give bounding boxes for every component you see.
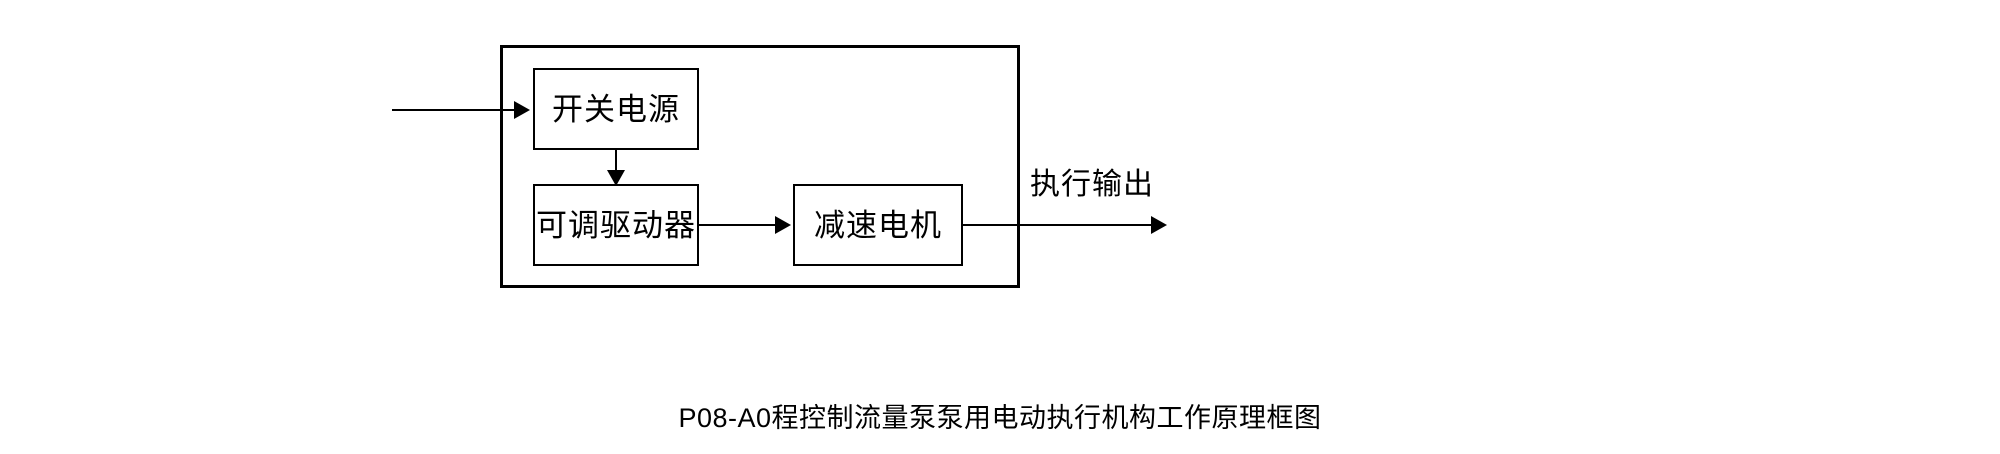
output-arrowhead-icon	[1151, 216, 1167, 234]
input-connector-line	[392, 109, 516, 111]
block-geared-motor: 减速电机	[793, 184, 963, 266]
block-switching-power-supply: 开关电源	[533, 68, 699, 150]
driver-to-motor-connector-line	[699, 224, 777, 226]
block-switching-power-supply-label: 开关电源	[552, 91, 680, 127]
motor-to-output-connector-line	[963, 224, 1153, 226]
block-geared-motor-label: 减速电机	[814, 207, 942, 243]
figure-caption: P08-A0程控制流量泵泵用电动执行机构工作原理框图	[678, 403, 1322, 433]
block-adjustable-driver-label: 可调驱动器	[536, 207, 696, 243]
driver-to-motor-arrowhead-icon	[775, 216, 791, 234]
output-label: 执行输出	[1030, 168, 1154, 201]
block-adjustable-driver: 可调驱动器	[533, 184, 699, 266]
enclosure-box	[500, 45, 1020, 288]
power-to-driver-arrowhead-icon	[607, 170, 625, 186]
power-to-driver-connector-line	[615, 150, 617, 174]
input-arrowhead-icon	[514, 101, 530, 119]
